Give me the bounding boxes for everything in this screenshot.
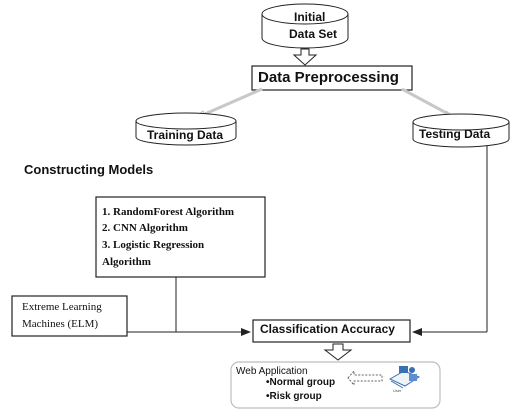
elm-label-line2: Machines (ELM) [22, 318, 99, 330]
training-data-cylinder [135, 112, 237, 146]
elm-box [11, 295, 128, 337]
testing-data-cylinder [412, 113, 510, 148]
user-computer-icon [388, 366, 421, 389]
training-data-label: Training Data [147, 128, 224, 142]
web-app-group-normal: •Normal group [266, 377, 336, 388]
data-preprocessing-label: Data Preprocessing [258, 69, 399, 86]
dashed-left-arrow-icon [347, 369, 383, 387]
algorithm-item-3: 3. Logistic Regression [102, 239, 205, 251]
web-application-box [230, 361, 441, 409]
initial-dataset-cylinder [261, 3, 349, 49]
algorithm-item-2: 2. CNN Algorithm [102, 222, 188, 234]
web-app-group-risk: •Risk group [266, 391, 322, 402]
initial-dataset-label-line1: Initial [294, 10, 326, 24]
algorithm-item-1: 1. RandomForest Algorithm [102, 206, 235, 218]
classification-accuracy-label: Classification Accuracy [260, 322, 395, 336]
algorithm-item-3-continued: Algorithm [102, 256, 151, 268]
testing-data-label: Testing Data [419, 127, 491, 141]
data-preprocessing-box [251, 65, 413, 91]
initial-dataset-label-line2: Data Set [289, 27, 338, 41]
connectors [127, 146, 488, 336]
web-application-title: Web Application [236, 366, 308, 377]
user-caption: User [393, 388, 402, 393]
split-arrows [188, 87, 462, 122]
algorithms-box [95, 196, 266, 278]
hollow-down-arrow-icon [323, 343, 353, 361]
constructing-models-label: Constructing Models [24, 162, 154, 177]
hollow-down-arrow-icon [292, 48, 318, 66]
classification-accuracy-box [252, 319, 411, 343]
elm-label-line1: Extreme Learning [22, 301, 102, 313]
